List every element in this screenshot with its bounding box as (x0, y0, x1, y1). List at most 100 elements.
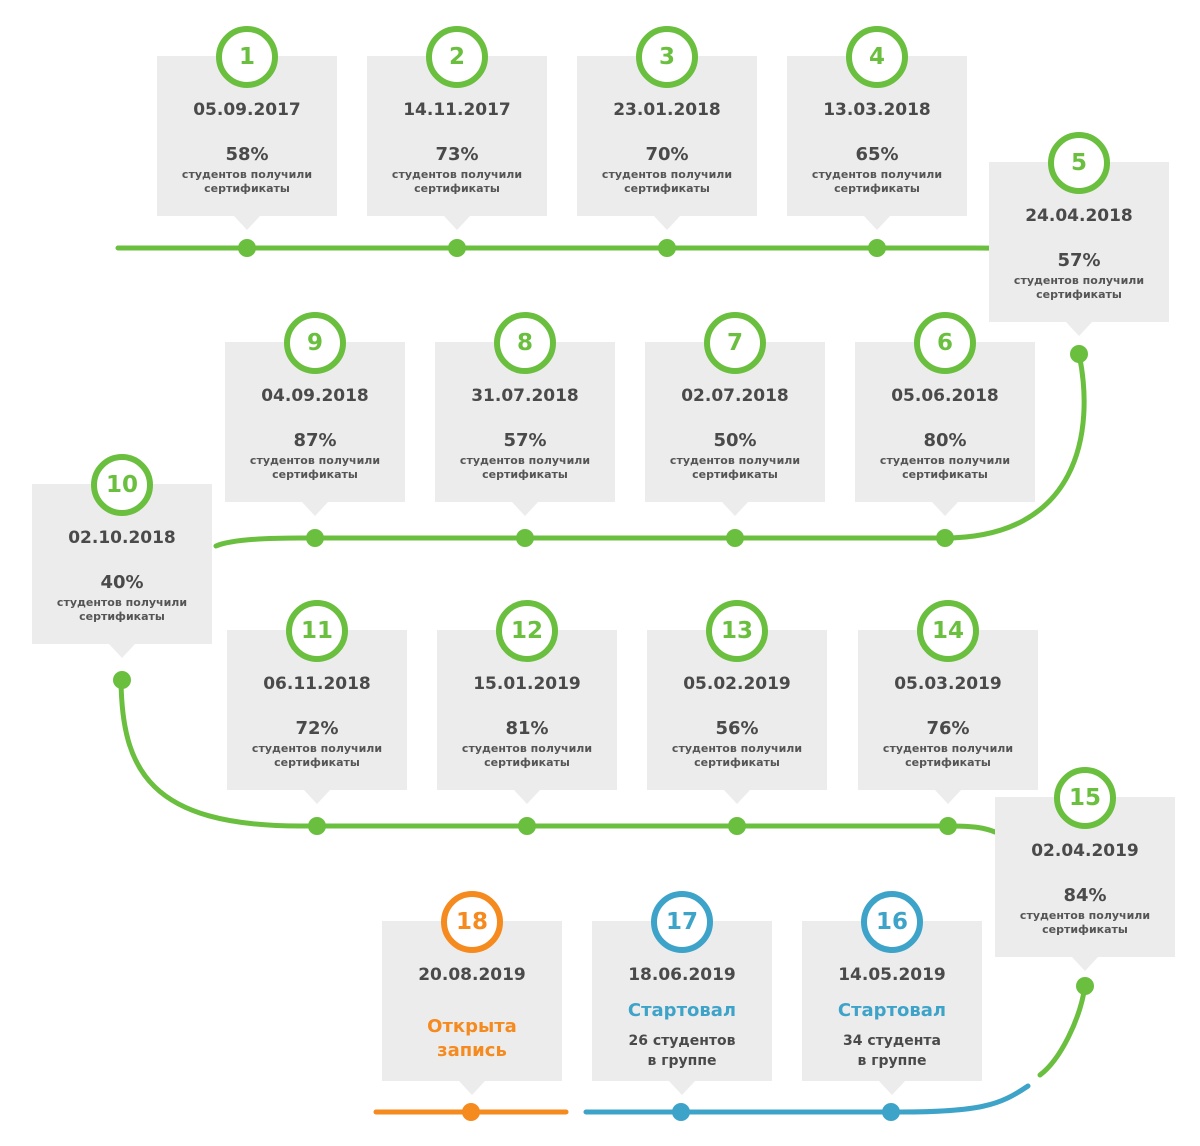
timeline-path-blue (583, 1083, 1031, 1115)
milestone-number-badge: 14 (917, 600, 979, 662)
milestone-number-badge: 5 (1048, 132, 1110, 194)
timeline-dot (882, 1103, 900, 1121)
card-pointer (109, 644, 135, 658)
timeline-path-row-3 (297, 823, 998, 835)
group-date: 20.08.2019 (418, 965, 526, 985)
certificate-percent: 57% (503, 430, 547, 451)
timeline-dot (308, 817, 326, 835)
timeline-path-row-2 (213, 535, 943, 549)
timeline-dot (306, 529, 324, 547)
milestone-date: 02.04.2019 (1031, 841, 1139, 861)
card-pointer (724, 790, 750, 804)
card-pointer (879, 1081, 905, 1095)
card-pointer (654, 216, 680, 230)
group-status: Стартовал (627, 1000, 737, 1021)
card-pointer (512, 502, 538, 516)
certificate-note: студентов получили сертификаты (249, 454, 381, 481)
group-size-count: 34 студента (843, 1033, 941, 1049)
milestone-date: 05.02.2019 (683, 674, 791, 694)
group-date: 14.05.2019 (838, 965, 946, 985)
timeline-path-turn-1 (937, 351, 1087, 541)
certificate-percent: 65% (855, 144, 899, 165)
certificate-percent: 70% (645, 144, 689, 165)
timeline-dot (1076, 977, 1094, 995)
certificate-percent: 87% (293, 430, 337, 451)
group-status: Стартовал (837, 1000, 947, 1021)
card-pointer (459, 1081, 485, 1095)
certificate-note: студентов получили сертификаты (1013, 274, 1145, 301)
card-pointer (514, 790, 540, 804)
certificate-percent: 40% (100, 572, 144, 593)
milestone-number-badge: 10 (91, 454, 153, 516)
card-pointer (1066, 322, 1092, 336)
milestone-card: 4 13.03.2018 65% студентов получили сертифи… (787, 26, 967, 230)
timeline-dot (516, 529, 534, 547)
milestone-number-badge: 2 (426, 26, 488, 88)
certificate-note: студентов получили сертификаты (601, 168, 733, 195)
milestone-date: 05.09.2017 (193, 100, 301, 120)
milestone-date: 23.01.2018 (613, 100, 721, 120)
timeline-path-turn-2 (118, 677, 303, 829)
milestone-number-badge: 4 (846, 26, 908, 88)
certificate-note: студентов получили сертификаты (669, 454, 801, 481)
certificate-percent: 84% (1063, 885, 1107, 906)
milestone-card: 5 24.04.2018 57% студентов получили сертифи… (989, 132, 1169, 336)
card-pointer (722, 502, 748, 516)
card-pointer (935, 790, 961, 804)
milestone-number-badge: 3 (636, 26, 698, 88)
milestone-date: 02.07.2018 (681, 386, 789, 406)
certificate-percent: 57% (1057, 250, 1101, 271)
timeline-dot (936, 529, 954, 547)
certificate-percent: 58% (225, 144, 269, 165)
milestone-date: 05.03.2019 (894, 674, 1002, 694)
certificate-note: студентов получили сертификаты (879, 454, 1011, 481)
card-pointer (234, 216, 260, 230)
milestone-date: 31.07.2018 (471, 386, 579, 406)
certificate-note: студентов получили сертификаты (391, 168, 523, 195)
milestone-date: 14.11.2017 (403, 100, 511, 120)
card-pointer (932, 502, 958, 516)
milestone-number-badge: 7 (704, 312, 766, 374)
milestone-number-badge: 11 (286, 600, 348, 662)
timeline-path-turn-3 (1037, 983, 1088, 1078)
timeline-dot (728, 817, 746, 835)
card-pointer (444, 216, 470, 230)
milestone-number-badge: 18 (441, 891, 503, 953)
group-size-count: 26 студентов (628, 1033, 736, 1049)
milestone-number-badge: 1 (216, 26, 278, 88)
certificate-note: студентов получили сертификаты (671, 742, 803, 769)
milestone-number-badge: 13 (706, 600, 768, 662)
milestone-card: 3 23.01.2018 70% студентов получили сертифи… (577, 26, 757, 230)
milestone-card: 13 05.02.2019 56% студентов получили сертиф… (647, 600, 827, 804)
timeline-path-row-1 (115, 245, 1083, 265)
timeline-dot (672, 1103, 690, 1121)
certificate-percent: 81% (505, 718, 549, 739)
milestone-date: 02.10.2018 (68, 528, 176, 548)
certificate-note: студентов получили сертификаты (882, 742, 1014, 769)
certificate-percent: 56% (715, 718, 759, 739)
certificate-note: студентов получили сертификаты (461, 742, 593, 769)
milestone-date: 24.04.2018 (1025, 206, 1133, 226)
milestone-number-badge: 16 (861, 891, 923, 953)
card-pointer (864, 216, 890, 230)
milestone-date: 13.03.2018 (823, 100, 931, 120)
certificate-percent: 72% (295, 718, 339, 739)
milestone-date: 06.11.2018 (263, 674, 371, 694)
card-pointer (669, 1081, 695, 1095)
timeline-dot (868, 239, 886, 257)
certificate-percent: 80% (923, 430, 967, 451)
certificate-note: студентов получили сертификаты (811, 168, 943, 195)
timeline-dot (238, 239, 256, 257)
timeline-dot (462, 1103, 480, 1121)
